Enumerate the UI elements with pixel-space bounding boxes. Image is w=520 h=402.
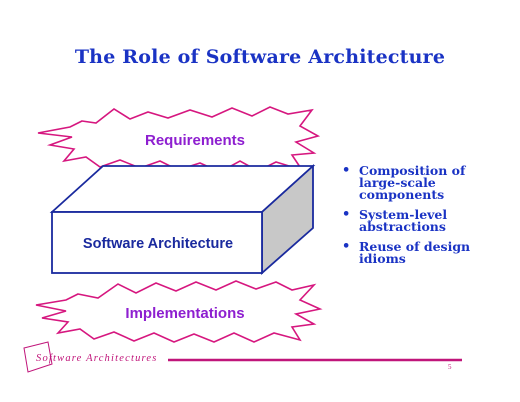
footer-label: Software Architectures	[36, 353, 158, 364]
implementations-burst: Implementations	[35, 280, 323, 343]
bullet-item: Reuse of design idioms	[340, 240, 510, 265]
bullet-item: Composition of large-scale components	[340, 164, 510, 201]
slide-title: The Role of Software Architecture	[74, 46, 446, 68]
implementations-label: Implementations	[125, 305, 244, 322]
box-front-face	[51, 211, 263, 274]
bullet-item: System-level abstractions	[340, 208, 510, 233]
footer: Software Architectures	[23, 341, 462, 373]
requirements-burst: Requirements	[37, 106, 321, 173]
page-number: 5	[448, 363, 452, 371]
footer-logo-box	[23, 341, 53, 373]
implementations-burst-shape	[35, 280, 323, 343]
bullet-list: Composition of large-scale components Sy…	[340, 164, 510, 273]
requirements-label: Requirements	[145, 132, 245, 149]
architecture-label: Software Architecture	[83, 236, 233, 252]
architecture-box: Software Architecture	[49, 163, 316, 275]
